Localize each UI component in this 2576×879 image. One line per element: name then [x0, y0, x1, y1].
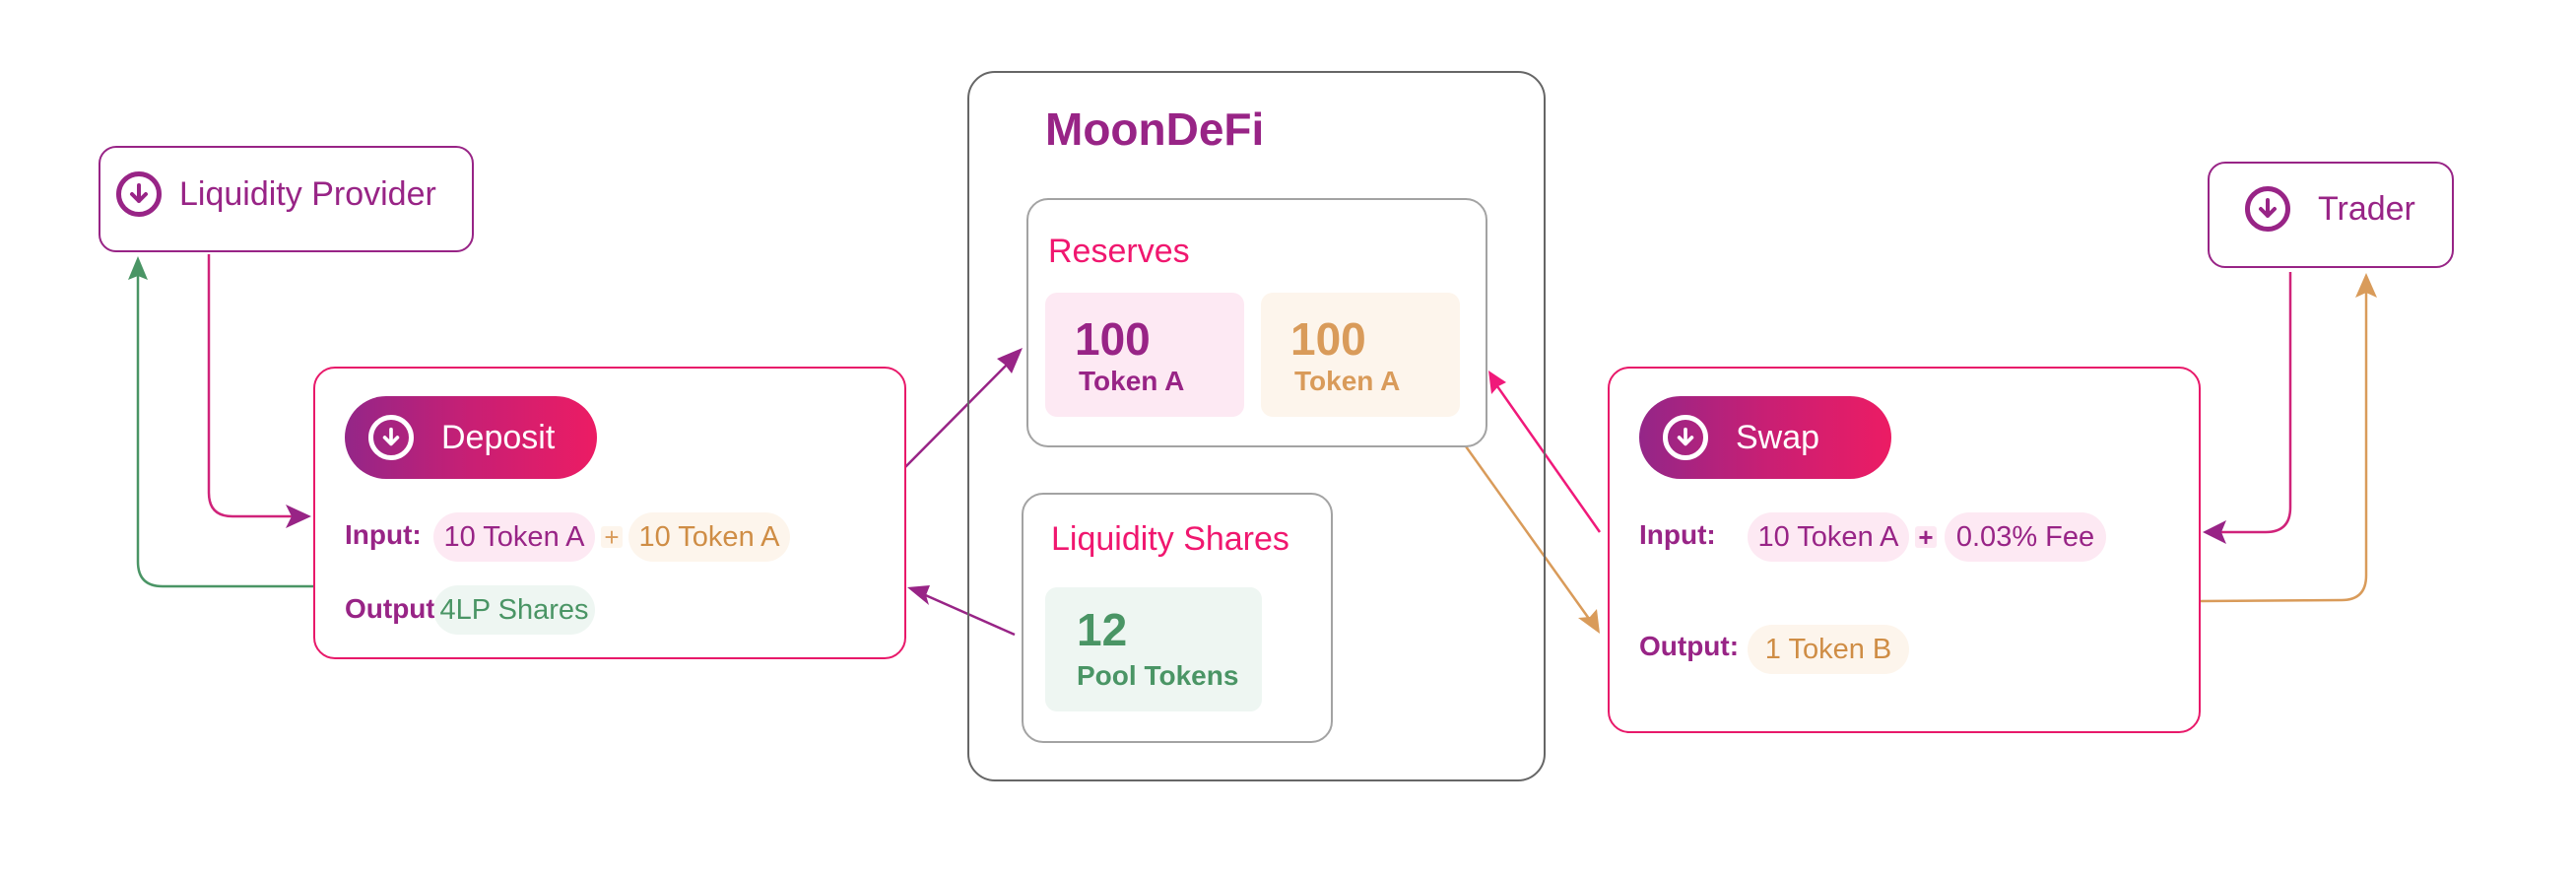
pool-tokens-label: Pool Tokens — [1077, 660, 1239, 691]
arrow-down-circle-icon — [116, 171, 162, 217]
arrow-swap-to-trader — [2200, 286, 2368, 603]
deposit-input-chip: 10 Token A — [433, 512, 595, 562]
deposit-input-label: Input: — [345, 519, 422, 550]
swap-card: Swap Input: 10 Token A + 0.03% Fee Outpu… — [1608, 367, 2201, 733]
moondefi-pool — [967, 71, 1546, 781]
arrowhead — [128, 256, 148, 280]
reserve-tile-b: 100 Token A — [1261, 293, 1460, 417]
arrow-down-circle-icon — [2245, 186, 2290, 232]
liquidity-provider-node[interactable]: Liquidity Provider — [99, 146, 474, 252]
liquidity-shares-title: Liquidity Shares — [1051, 520, 1289, 558]
swap-fee-chip: 0.03% Fee — [1945, 512, 2106, 562]
trader-node[interactable]: Trader — [2208, 162, 2454, 268]
reserve-token: Token A — [1079, 366, 1185, 396]
arrowhead — [286, 505, 311, 528]
swap-output-label: Output: — [1639, 631, 1740, 661]
arrow-down-circle-icon — [1663, 415, 1708, 460]
reserve-amount: 100 — [1290, 313, 1366, 365]
deposit-input-chip: 10 Token A — [628, 512, 790, 562]
pool-title: MoonDeFi — [1045, 103, 1265, 155]
reserves-title: Reserves — [1048, 233, 1190, 270]
swap-input-chip: 10 Token A — [1748, 512, 1909, 562]
pool-tokens-amount: 12 — [1077, 604, 1128, 655]
reserve-tile-a: 100 Token A — [1045, 293, 1244, 417]
pool-tokens-tile: 12 Pool Tokens — [1045, 587, 1262, 711]
liquidity-provider-label: Liquidity Provider — [179, 174, 436, 213]
deposit-button[interactable]: Deposit — [345, 396, 597, 479]
swap-output-chip: 1 Token B — [1748, 625, 1909, 674]
plus-sign: + — [1915, 522, 1937, 552]
swap-title: Swap — [1736, 418, 1820, 456]
reserve-token: Token A — [1294, 366, 1401, 396]
arrow-deposit-to-lp — [136, 276, 313, 588]
arrow-trader-to-swap — [2220, 272, 2292, 534]
deposit-title: Deposit — [441, 418, 556, 456]
deposit-output-chip: 4LP Shares — [433, 585, 595, 635]
trader-label: Trader — [2318, 189, 2415, 228]
arrowhead — [2203, 520, 2226, 544]
arrow-down-circle-icon — [368, 415, 414, 460]
arrow-lp-to-deposit — [207, 254, 296, 518]
swap-input-label: Input: — [1639, 519, 1716, 550]
deposit-card: Deposit Input: 10 Token A + 10 Token A O… — [313, 367, 906, 659]
deposit-output-label: Output: — [345, 593, 445, 624]
arrowhead — [2355, 273, 2377, 298]
arrowhead — [1578, 609, 1600, 634]
arrowhead — [907, 585, 930, 605]
swap-button[interactable]: Swap — [1639, 396, 1891, 479]
plus-sign: + — [601, 522, 623, 552]
reserve-amount: 100 — [1075, 313, 1151, 365]
